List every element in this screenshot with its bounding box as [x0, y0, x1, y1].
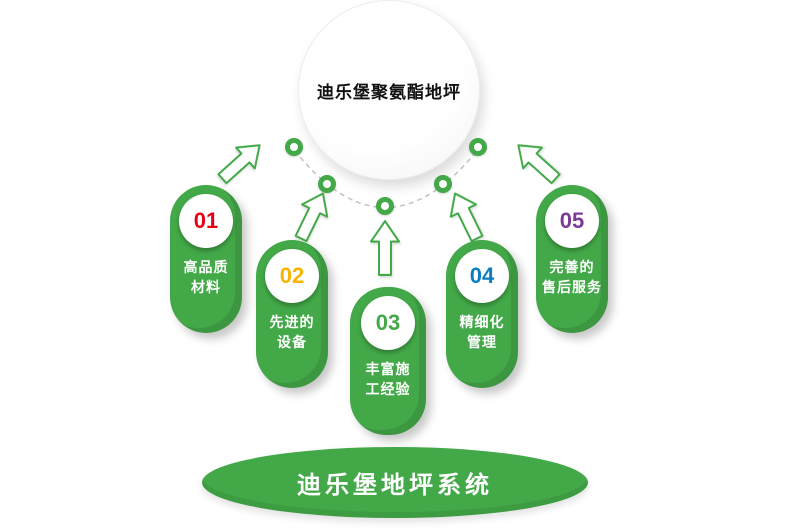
feature-pill-05: 05 完善的 售后服务: [536, 185, 608, 333]
number-badge: 03: [361, 296, 415, 350]
feature-label: 高品质 材料: [183, 259, 229, 296]
feature-pill-03: 03 丰富施 工经验: [350, 287, 426, 435]
up-arrow-icon: [217, 144, 261, 185]
footer-ellipse: 迪乐堡地坪系统: [202, 447, 588, 518]
connector-dot-icon: [318, 175, 336, 193]
connector-dot-icon: [469, 138, 487, 156]
up-arrow-icon: [294, 192, 329, 243]
feature-label: 丰富施 工经验: [365, 361, 411, 398]
footer-title: 迪乐堡地坪系统: [297, 472, 493, 499]
number-badge: 05: [545, 194, 599, 248]
feature-label: 完善的 售后服务: [542, 259, 602, 296]
number-label: 01: [193, 208, 219, 233]
up-arrow-icon: [449, 192, 484, 243]
main-topic-title: 迪乐堡聚氨酯地坪: [317, 82, 461, 102]
feature-label: 精细化 管理: [459, 314, 505, 351]
number-label: 03: [375, 310, 401, 335]
feature-pill-02: 02 先进的 设备: [256, 240, 328, 388]
connector-dot-icon: [376, 197, 394, 215]
up-arrow-icon: [370, 220, 400, 276]
number-badge: 04: [455, 249, 509, 303]
number-label: 05: [559, 208, 585, 233]
feature-pill-04: 04 精细化 管理: [446, 240, 518, 388]
feature-pill-01: 01 高品质 材料: [170, 185, 242, 333]
connector-dot-icon: [285, 138, 303, 156]
number-label: 02: [279, 263, 305, 288]
connector-dot-icon: [434, 175, 452, 193]
number-label: 04: [469, 263, 495, 288]
feature-label: 先进的 设备: [269, 314, 315, 351]
number-badge: 02: [265, 249, 319, 303]
main-topic-circle: 迪乐堡聚氨酯地坪: [298, 0, 480, 180]
up-arrow-icon: [517, 144, 561, 185]
number-badge: 01: [179, 194, 233, 248]
